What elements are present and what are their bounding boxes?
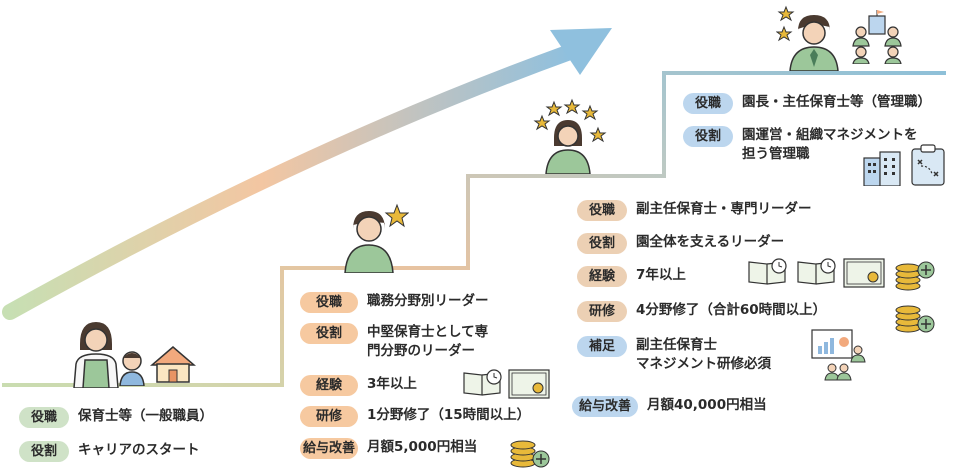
- coin-stack-icon: [895, 261, 935, 291]
- tag-pill: 役職: [683, 93, 733, 114]
- tag-pill: 役割: [683, 126, 733, 147]
- tag-pill: 役職: [300, 292, 358, 313]
- row-text: 月額40,000円相当: [647, 397, 767, 413]
- stage2-role-row: 役割 中堅保育士として専 門分野のリーダー: [300, 323, 488, 361]
- presentation-icon: [811, 329, 866, 381]
- row-text: 月額5,000円相当: [367, 439, 478, 455]
- certificate-icon: [508, 369, 550, 399]
- stage1-role-row: 役割 キャリアのスタート: [19, 441, 200, 462]
- stage2-experience-row: 経験 3年以上: [300, 375, 417, 396]
- row-text: 園運営・組織マネジメントを 担う管理職: [742, 127, 918, 162]
- row-text: 園全体を支えるリーダー: [636, 234, 785, 250]
- row-text: 中堅保育士として専 門分野のリーダー: [367, 324, 489, 359]
- row-text: 3年以上: [367, 376, 417, 392]
- stage2-salary-row: 給与改善 月額5,000円相当: [300, 438, 477, 459]
- tag-pill: 給与改善: [300, 438, 358, 459]
- growth-arrowhead: [550, 28, 612, 75]
- tag-pill: 研修: [577, 301, 627, 322]
- coin-stack-icon: [895, 305, 935, 333]
- stage4-position-row: 役職 園長・主任保育士等（管理職）: [683, 93, 931, 114]
- tag-pill: 役割: [300, 323, 358, 344]
- tag-pill: 役職: [19, 407, 69, 428]
- stage2-training-row: 研修 1分野修了（15時間以上）: [300, 406, 530, 427]
- star-icon: [384, 203, 409, 228]
- woman-icon: [73, 322, 119, 388]
- stage4-role-row: 役割 園運営・組織マネジメントを 担う管理職: [683, 126, 918, 164]
- stage3-role-row: 役割 園全体を支えるリーダー: [577, 233, 784, 254]
- stage3-salary-row: 給与改善 月額40,000円相当: [572, 396, 767, 417]
- clipboard-strategy-icon: [911, 144, 945, 186]
- tag-pill: 給与改善: [572, 396, 638, 417]
- row-text: 園長・主任保育士等（管理職）: [742, 94, 931, 110]
- stair-line: [2, 71, 946, 387]
- stage3-note-row: 補足 副主任保育士 マネジメント研修必須: [577, 336, 771, 374]
- house-icon: [150, 346, 196, 383]
- book-clock-icon: [797, 258, 836, 285]
- stage3-position-row: 役職 副主任保育士・専門リーダー: [577, 200, 812, 221]
- row-text: キャリアのスタート: [78, 442, 200, 458]
- woman-stars-icon: [533, 98, 607, 174]
- stage1-position-row: 役職 保育士等（一般職員）: [19, 407, 213, 428]
- row-text: 1分野修了（15時間以上）: [367, 407, 531, 423]
- row-text: 副主任保育士 マネジメント研修必須: [636, 337, 771, 372]
- tag-pill: 研修: [300, 406, 358, 427]
- growth-arrow: [2, 44, 578, 320]
- tag-pill: 経験: [577, 266, 627, 287]
- book-clock-icon: [748, 258, 787, 285]
- coin-stack-icon: [510, 440, 550, 468]
- tag-pill: 経験: [300, 375, 358, 396]
- tag-pill: 補足: [577, 336, 627, 357]
- tag-pill: 役割: [19, 441, 69, 462]
- row-text: 4分野修了（合計60時間以上）: [636, 302, 827, 318]
- row-text: 副主任保育士・専門リーダー: [636, 201, 812, 217]
- team-icon: [852, 10, 902, 64]
- stage3-training-row: 研修 4分野修了（合計60時間以上）: [577, 301, 826, 322]
- building-icon: [863, 151, 901, 186]
- row-text: 職務分野別リーダー: [367, 293, 489, 309]
- manager-icon: [776, 5, 839, 71]
- book-clock-icon: [463, 369, 502, 396]
- row-text: 保育士等（一般職員）: [78, 408, 213, 424]
- certificate-icon: [843, 258, 885, 288]
- stage2-position-row: 役職 職務分野別リーダー: [300, 292, 489, 313]
- tag-pill: 役職: [577, 200, 627, 221]
- stage3-experience-row: 経験 7年以上: [577, 266, 686, 287]
- man-icon: [344, 203, 409, 273]
- row-text: 7年以上: [636, 267, 686, 283]
- child-icon: [119, 351, 145, 386]
- tag-pill: 役割: [577, 233, 627, 254]
